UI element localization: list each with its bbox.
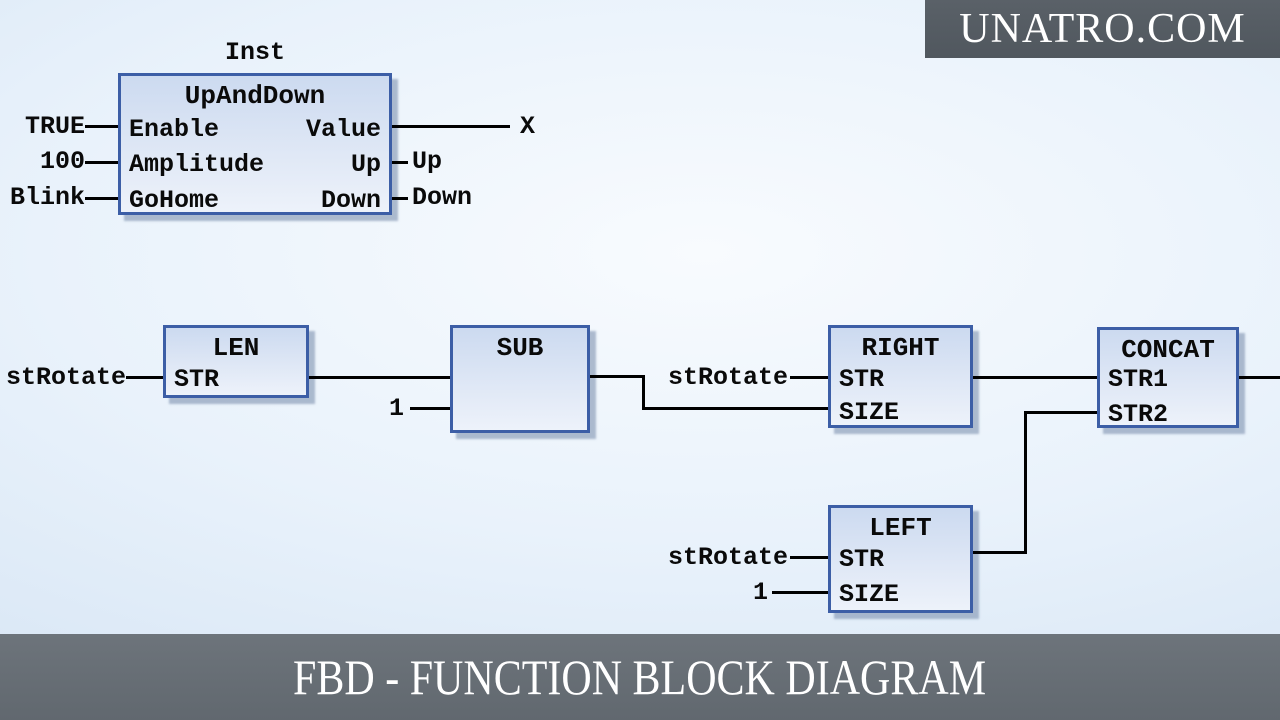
fbd-block-sub: SUB	[450, 325, 590, 433]
pin-str: STR	[839, 545, 885, 574]
instance-label: Inst	[224, 38, 285, 67]
wire-1-left	[772, 591, 828, 594]
wire-right-concat	[973, 376, 1097, 379]
block-title: RIGHT	[861, 333, 940, 363]
watermark-text: UNATRO.COM	[959, 6, 1246, 52]
operand-100: 100	[39, 147, 85, 176]
pin-size: SIZE	[839, 580, 900, 609]
fbd-block-upanddown: UpAndDown Enable Amplitude GoHome Value …	[118, 73, 392, 215]
pin-str1: STR1	[1108, 365, 1169, 394]
pin-value: Value	[305, 115, 381, 144]
fbd-block-concat: CONCAT STR1 STR2	[1097, 327, 1239, 428]
watermark-banner: UNATRO.COM	[925, 0, 1280, 58]
pin-gohome: GoHome	[129, 186, 220, 215]
pin-up: Up	[350, 150, 381, 179]
operand-x: X	[520, 112, 536, 141]
wire-sub-out-v	[642, 375, 645, 410]
wire-down-out	[392, 197, 408, 200]
operand-strotate-right: stRotate	[667, 363, 788, 392]
wire-blink-gohome	[85, 197, 118, 200]
wire-value-x	[392, 125, 510, 128]
wire-strotate-left	[790, 556, 828, 559]
pin-str: STR	[174, 365, 220, 394]
wire-strotate-len	[126, 376, 163, 379]
caption-text: FBD - FUNCTION BLOCK DIAGRAM	[293, 649, 987, 705]
wire-left-concat-h	[1025, 411, 1097, 414]
fbd-block-right: RIGHT STR SIZE	[828, 325, 973, 428]
wire-left-concat-v	[1024, 411, 1027, 554]
fbd-block-len: LEN STR	[163, 325, 309, 398]
wire-100-amplitude	[85, 161, 118, 164]
pin-enable: Enable	[129, 115, 220, 144]
wire-len-sub	[309, 376, 450, 379]
operand-1-left: 1	[752, 578, 768, 607]
operand-blink: Blink	[9, 183, 85, 212]
operand-up: Up	[412, 147, 443, 176]
fbd-block-left: LEFT STR SIZE	[828, 505, 973, 613]
block-title: LEN	[212, 333, 260, 363]
wire-strotate-right	[790, 376, 828, 379]
operand-strotate-len: stRotate	[5, 363, 126, 392]
wire-concat-out	[1239, 376, 1280, 379]
pin-down: Down	[320, 186, 381, 215]
operand-1-sub: 1	[388, 394, 404, 423]
block-title: UpAndDown	[184, 81, 326, 111]
wire-left-out	[973, 551, 1027, 554]
operand-strotate-left: stRotate	[667, 543, 788, 572]
pin-size: SIZE	[839, 398, 900, 427]
wire-up-out	[392, 161, 408, 164]
block-title: SUB	[496, 333, 544, 363]
block-title: LEFT	[869, 513, 932, 543]
block-title: CONCAT	[1121, 335, 1215, 365]
pin-str2: STR2	[1108, 400, 1169, 429]
operand-true: TRUE	[24, 112, 85, 141]
pin-str: STR	[839, 365, 885, 394]
wire-sub-out-h1	[590, 375, 645, 378]
operand-down: Down	[412, 183, 473, 212]
pin-amplitude: Amplitude	[129, 150, 265, 179]
wire-sub-out-h2	[642, 407, 828, 410]
caption-banner: FBD - FUNCTION BLOCK DIAGRAM	[0, 634, 1280, 720]
wire-true-enable	[85, 125, 118, 128]
wire-1-sub	[410, 407, 450, 410]
